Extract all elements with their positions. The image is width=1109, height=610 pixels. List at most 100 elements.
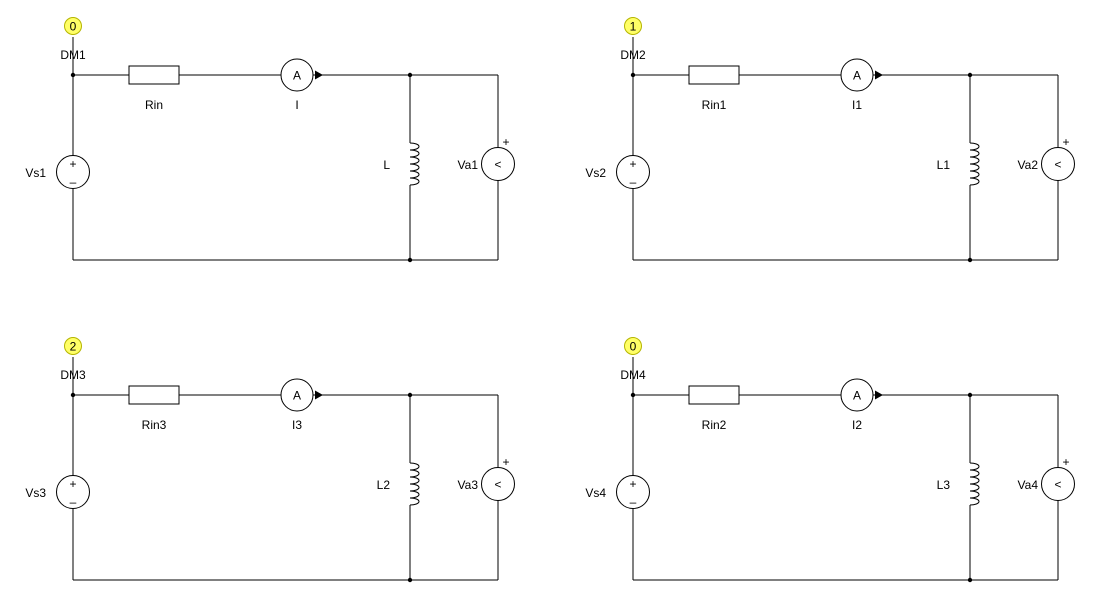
voltmeter-symbol: < xyxy=(494,158,501,172)
junction-dot xyxy=(630,392,636,398)
voltmeter-label: Va3 xyxy=(458,478,479,492)
probe-value: 0 xyxy=(630,340,637,354)
junction-dot xyxy=(407,392,413,398)
resistor-body xyxy=(128,385,180,405)
inductor[interactable] xyxy=(409,142,420,186)
probe-badge-circle xyxy=(64,17,82,35)
voltmeter-label: Va1 xyxy=(458,158,479,172)
voltage-source[interactable]: +– xyxy=(616,155,650,190)
voltmeter[interactable]: <+ xyxy=(481,135,515,181)
probe-badge[interactable]: 2 xyxy=(64,337,82,355)
voltage-source[interactable]: +– xyxy=(56,475,90,510)
probe-value: 0 xyxy=(70,20,77,34)
source-plus-sign: + xyxy=(629,477,636,491)
voltmeter-symbol: < xyxy=(1054,478,1061,492)
junction-dot xyxy=(967,72,973,78)
source-plus-sign: + xyxy=(629,157,636,171)
source-plus-sign: + xyxy=(69,157,76,171)
junction-dot xyxy=(407,577,413,583)
source-plus-sign: + xyxy=(69,477,76,491)
voltmeter[interactable]: <+ xyxy=(481,455,515,501)
probe-badge-circle xyxy=(624,337,642,355)
junction-dot xyxy=(70,72,76,78)
inductor[interactable] xyxy=(969,462,980,506)
ammeter[interactable]: A xyxy=(840,58,883,92)
wires xyxy=(632,357,1059,581)
resistor-body xyxy=(128,65,180,85)
source-label: Vs4 xyxy=(585,486,606,500)
source-circle xyxy=(616,475,650,509)
probe-label: DM1 xyxy=(60,48,86,62)
probe-badge[interactable]: 0 xyxy=(624,337,642,355)
ammeter-symbol: A xyxy=(293,389,301,403)
current-arrow-icon xyxy=(875,390,883,400)
source-minus-sign: – xyxy=(630,175,637,189)
source-circle xyxy=(56,475,90,509)
current-arrow-icon xyxy=(315,70,323,80)
inductor-coil xyxy=(409,462,420,506)
ammeter[interactable]: A xyxy=(280,58,323,92)
ammeter-label: I3 xyxy=(292,418,302,432)
source-minus-sign: – xyxy=(70,175,77,189)
probe-value: 1 xyxy=(630,20,637,34)
inductor[interactable] xyxy=(409,462,420,506)
resistor-body xyxy=(688,385,740,405)
junction-dot xyxy=(967,257,973,263)
ammeter-label: I xyxy=(295,98,298,112)
inductor[interactable] xyxy=(969,142,980,186)
ammeter[interactable]: A xyxy=(840,378,883,412)
ammeter-label: I2 xyxy=(852,418,862,432)
source-label: Vs3 xyxy=(25,486,46,500)
probe-badge-circle xyxy=(624,17,642,35)
resistor-label: Rin2 xyxy=(702,418,727,432)
voltmeter-circle xyxy=(1041,467,1075,501)
probe-label: DM4 xyxy=(620,368,646,382)
current-arrow-icon xyxy=(315,390,323,400)
voltmeter-plus-sign: + xyxy=(1062,455,1069,469)
resistor[interactable] xyxy=(128,385,180,405)
voltmeter-circle xyxy=(481,147,515,181)
voltage-source[interactable]: +– xyxy=(616,475,650,510)
inductor-label: L1 xyxy=(937,158,951,172)
voltage-source[interactable]: +– xyxy=(56,155,90,190)
voltmeter-circle xyxy=(1041,147,1075,181)
junction-dot xyxy=(967,392,973,398)
inductor-coil xyxy=(409,142,420,186)
source-label: Vs1 xyxy=(25,166,46,180)
resistor-label: Rin1 xyxy=(702,98,727,112)
probe-badge[interactable]: 0 xyxy=(64,17,82,35)
probe-label: DM2 xyxy=(620,48,646,62)
source-circle xyxy=(616,155,650,189)
voltmeter[interactable]: <+ xyxy=(1041,455,1075,501)
wires xyxy=(72,357,499,581)
inductor-label: L2 xyxy=(377,478,391,492)
inductor-label: L3 xyxy=(937,478,951,492)
voltmeter-plus-sign: + xyxy=(502,455,509,469)
wires xyxy=(72,37,499,261)
resistor[interactable] xyxy=(128,65,180,85)
ammeter-circle xyxy=(280,58,314,92)
inductor-label: L xyxy=(383,158,390,172)
ammeter-symbol: A xyxy=(293,69,301,83)
resistor[interactable] xyxy=(688,385,740,405)
voltmeter-label: Va2 xyxy=(1018,158,1039,172)
voltmeter[interactable]: <+ xyxy=(1041,135,1075,181)
ammeter-symbol: A xyxy=(853,69,861,83)
probe-label: DM3 xyxy=(60,368,86,382)
probe-badge[interactable]: 1 xyxy=(624,17,642,35)
junction-dot xyxy=(967,577,973,583)
ammeter[interactable]: A xyxy=(280,378,323,412)
source-minus-sign: – xyxy=(70,495,77,509)
junction-dot xyxy=(407,72,413,78)
junction-dot xyxy=(70,392,76,398)
resistor[interactable] xyxy=(688,65,740,85)
source-circle xyxy=(56,155,90,189)
junction-dot xyxy=(630,72,636,78)
inductor-coil xyxy=(969,142,980,186)
voltmeter-symbol: < xyxy=(494,478,501,492)
